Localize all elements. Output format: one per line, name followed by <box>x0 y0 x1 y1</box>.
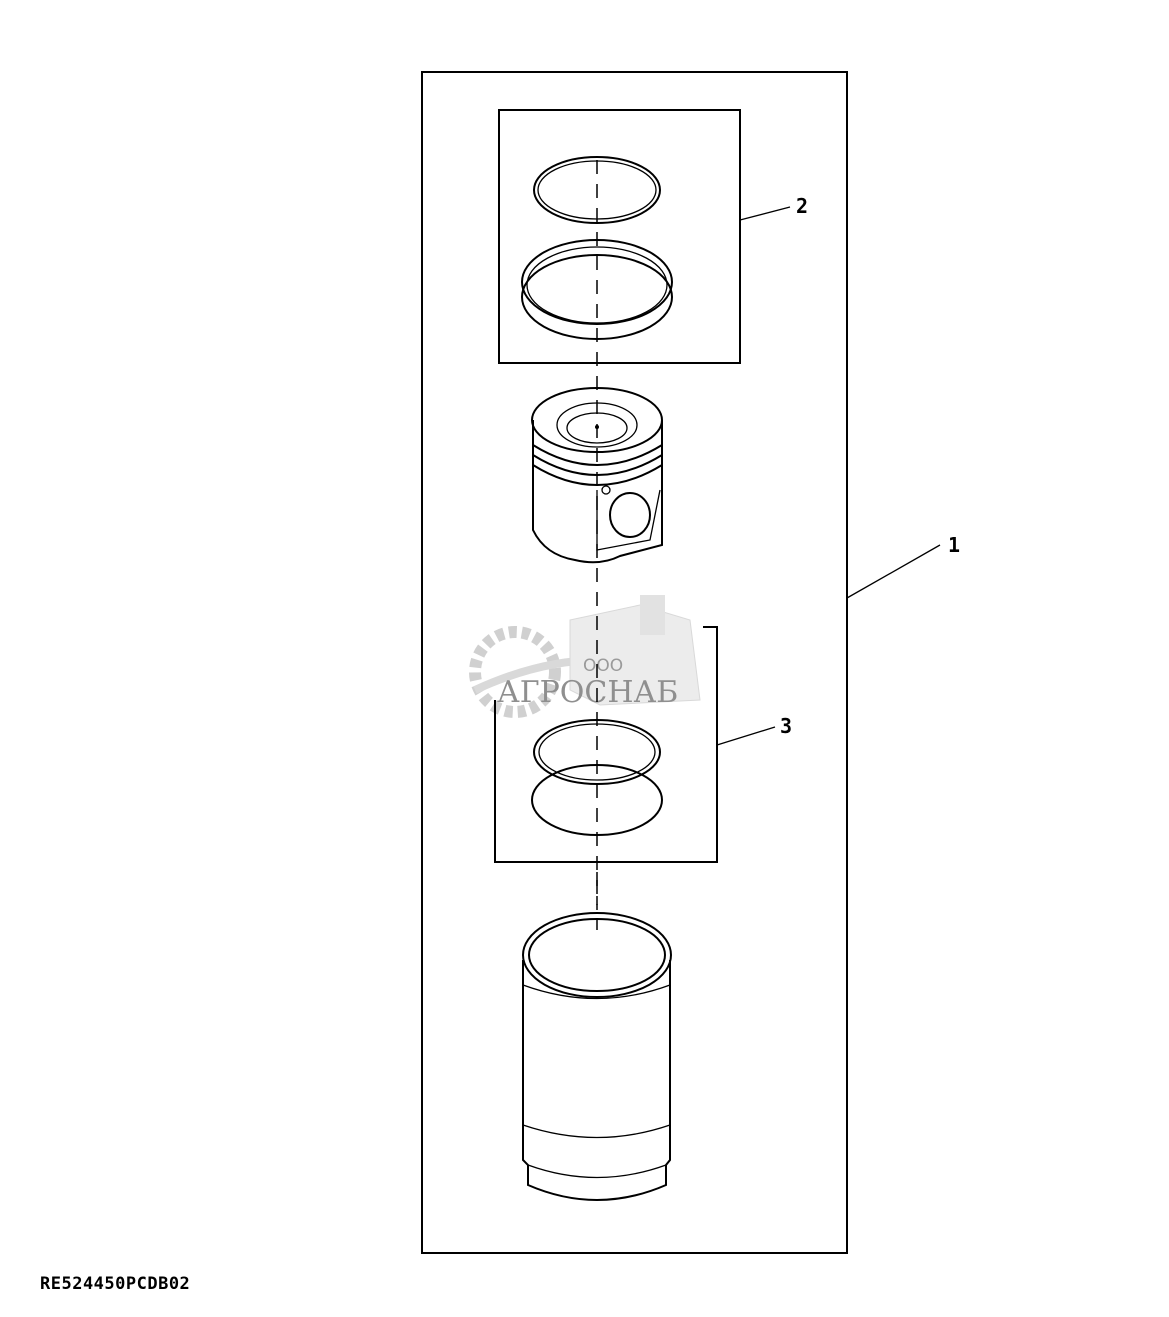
leader-line-2 <box>739 206 791 221</box>
drawing-code: RE524450PCDB02 <box>40 1274 191 1294</box>
piston-ring-top <box>533 156 661 224</box>
callout-3: 3 <box>780 714 792 738</box>
watermark-logo <box>469 595 701 718</box>
callout-2: 2 <box>796 194 808 218</box>
callout-1: 1 <box>948 533 960 557</box>
seal-set-box-3 <box>494 626 718 863</box>
piston <box>531 387 663 564</box>
leader-line-1 <box>846 544 941 599</box>
watermark-prefix: ООО <box>583 656 623 676</box>
ring-set-box-2 <box>498 109 741 364</box>
kit-box-1 <box>421 71 848 1254</box>
piston-ring-second <box>521 239 673 340</box>
leader-line-3 <box>716 726 776 746</box>
liner-seal-ring-upper <box>533 719 661 785</box>
cylinder-liner <box>522 912 672 1201</box>
liner-seal-ring-lower <box>531 764 663 836</box>
watermark-name: АГРОСНАБ <box>497 675 678 710</box>
